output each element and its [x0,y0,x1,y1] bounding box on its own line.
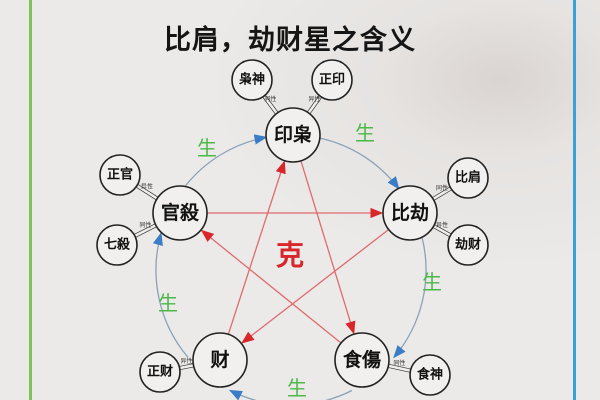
link-label: 异性 [436,221,448,229]
link-label: 同性 [139,221,151,229]
ke-arrow [241,229,390,344]
link-label: 异性 [141,183,153,191]
ke-arrow [227,160,286,335]
satellite-label: 正印 [319,73,345,88]
main-node-label: 比劫 [391,201,429,224]
main-node [334,332,390,388]
satellite-node [96,224,138,266]
main-node [382,185,438,241]
main-node [265,107,321,163]
main-node-label: 印枭 [274,123,312,146]
sheng-arrow [319,137,400,190]
satellite-node [231,59,273,101]
main-node [192,332,248,388]
ke-arrow [300,160,356,335]
link-label: 异性 [309,95,321,103]
left-border [29,0,32,400]
sheng-arrow [393,236,427,359]
main-node-label: 官殺 [161,201,200,224]
sheng-label: 生 [197,136,217,160]
satellite-label: 七殺 [104,237,131,253]
ke-arrow [200,229,342,344]
main-node-label: 食傷 [343,348,381,371]
satellite-node [409,354,451,396]
main-node [152,185,208,241]
satellite-node [139,351,181,393]
sheng-label: 生 [287,376,307,400]
link-label: 同性 [393,359,405,367]
satellite-label: 正财 [147,364,173,380]
sheng-arrow [185,134,268,187]
main-node-label: 财 [210,348,229,371]
link-label: 异性 [181,357,193,365]
satellite-label: 食神 [417,367,443,383]
page-title: 比肩，劫财星之含义 [164,25,416,56]
sheng-label: 生 [158,291,178,315]
sheng-arrow [152,232,189,358]
right-border [573,0,576,400]
sheng-label: 生 [422,270,442,294]
satellite-node [447,224,489,266]
sheng-arrow [228,389,353,400]
link-label: 同性 [436,184,448,192]
satellite-node [447,157,489,199]
satellite-node [99,154,141,196]
ke-label: 克 [276,239,304,272]
satellite-label: 比肩 [455,170,481,186]
sheng-label: 生 [355,121,375,145]
link-label: 同性 [264,95,276,103]
satellite-label: 劫财 [455,237,481,253]
satellite-label: 枭神 [238,72,265,88]
satellite-node [311,59,353,101]
satellite-label: 正官 [107,167,133,183]
